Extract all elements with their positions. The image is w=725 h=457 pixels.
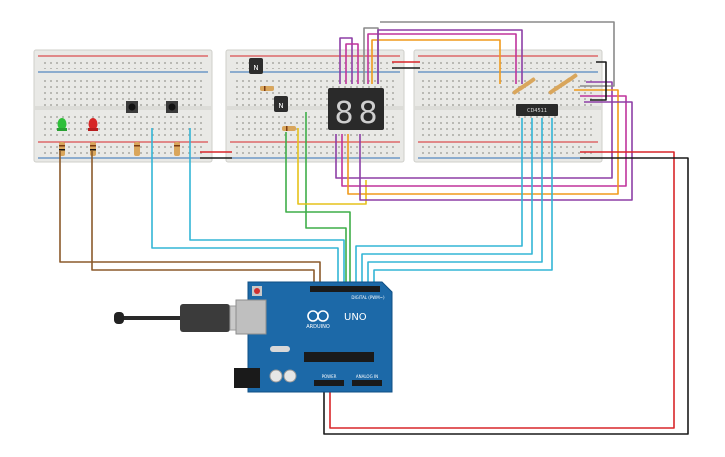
transistor-2: N — [274, 96, 288, 112]
arduino-analog-header — [352, 380, 382, 386]
arduino-uno: DIGITAL (PWM~) POWER ANALOG IN ARDUINO U… — [234, 281, 393, 393]
transistor-1: N — [249, 58, 263, 74]
resistor-transistor-2 — [282, 126, 296, 131]
arduino-logo: ARDUINO — [306, 310, 330, 330]
digital-header-label: DIGITAL (PWM~) — [351, 295, 385, 300]
seven-segment-display: 8 8 — [328, 88, 384, 131]
seg-digit-1: 8 — [334, 96, 353, 131]
pushbutton-1 — [126, 101, 138, 113]
wires — [59, 21, 689, 435]
breadboard-right — [413, 49, 603, 163]
breadboard-left — [33, 49, 213, 163]
arduino-microcontroller — [304, 352, 374, 362]
analog-header-label: ANALOG IN — [356, 374, 378, 379]
seg-digit-2: 8 — [358, 96, 377, 131]
resistor-transistor-1 — [260, 86, 274, 91]
arduino-usb-port — [235, 299, 267, 335]
arduino-model: UNO — [344, 312, 367, 323]
arduino-reset-button — [254, 288, 260, 294]
usb-cable — [114, 304, 255, 332]
rail-jumpers — [200, 61, 420, 159]
ic-label: CD4511 — [527, 108, 547, 114]
decoder-ic: CD4511 — [516, 104, 558, 116]
transistor-2-label: N — [278, 102, 283, 110]
resistor-button-2 — [174, 142, 180, 156]
transistor-1-label: N — [253, 64, 258, 72]
resistor-led-red — [90, 142, 96, 156]
arduino-digital-header — [310, 286, 380, 292]
arduino-power-jack — [234, 368, 260, 388]
led-red — [88, 118, 98, 131]
arduino-brand: ARDUINO — [306, 324, 330, 330]
power-header-label: POWER — [322, 374, 337, 379]
pushbutton-2 — [166, 101, 178, 113]
arduino-power-header — [314, 380, 344, 386]
led-green — [57, 118, 67, 131]
segment-resistors — [512, 73, 578, 95]
resistor-button-1 — [134, 142, 140, 156]
